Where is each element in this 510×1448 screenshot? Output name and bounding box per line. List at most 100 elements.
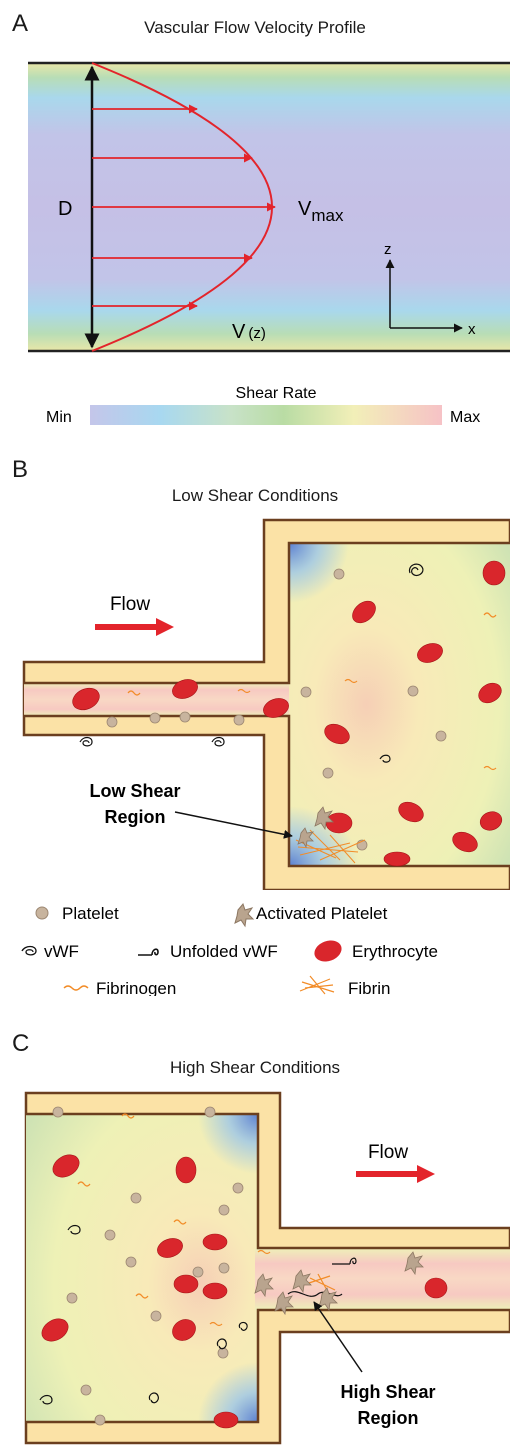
flow-label: Flow	[368, 1142, 408, 1163]
platelet	[179, 711, 191, 723]
erythrocyte	[157, 1238, 183, 1258]
platelet	[233, 714, 245, 726]
erythrocyte	[398, 801, 424, 823]
vwf	[211, 736, 225, 747]
erythrocyte	[173, 1274, 199, 1294]
legend-erythrocyte: Erythrocyte	[352, 942, 438, 961]
platelet-group	[52, 1106, 244, 1426]
legend-unfolded-vwf: Unfolded vWF	[170, 942, 278, 961]
erythrocyte	[202, 1233, 228, 1251]
x-axis-label: x	[468, 321, 476, 338]
panel-a-letter: A	[12, 10, 29, 37]
colorbar-min-label: Min	[46, 409, 72, 425]
corner-top	[198, 1114, 258, 1174]
legend-fibrinogen-icon	[63, 985, 89, 991]
activated-platelet	[297, 827, 314, 849]
narrow-channel	[255, 1248, 510, 1310]
region-label-line2: Region	[105, 807, 166, 827]
unfolded-vwf	[287, 1291, 343, 1297]
erythrocyte	[383, 851, 411, 867]
erythrocyte	[175, 1156, 197, 1184]
vwf-group	[79, 563, 424, 763]
erythrocyte	[172, 1319, 196, 1341]
unfolded-vwf	[332, 1257, 357, 1265]
legend-fibrin-icon	[299, 975, 335, 995]
flow-label: Flow	[110, 594, 150, 615]
inner-wall-top	[26, 1112, 510, 1250]
erythrocyte	[482, 560, 506, 586]
platelet	[435, 730, 447, 742]
vwf-group	[39, 1224, 357, 1405]
erythrocyte	[202, 1282, 228, 1300]
vwf	[238, 1321, 248, 1331]
vz-label: V(z)	[232, 321, 266, 343]
platelet-group	[106, 568, 447, 851]
vwf	[216, 1338, 227, 1350]
activated-platelet-group	[254, 1251, 424, 1316]
panel-c-title: High Shear Conditions	[169, 1058, 341, 1077]
region-pointer-arrow	[313, 1301, 363, 1373]
fibrin-mesh	[295, 829, 366, 864]
panel-b-title: Low Shear Conditions	[171, 486, 339, 505]
platelet	[333, 568, 345, 580]
platelet	[106, 716, 118, 728]
legend-platelet-icon	[35, 906, 49, 920]
erythrocyte	[478, 682, 502, 704]
z-axis-label: z	[384, 241, 392, 258]
activated-platelet	[314, 806, 334, 831]
fibrinogen-group	[127, 612, 497, 771]
platelet	[407, 685, 419, 697]
erythrocyte-group	[72, 560, 506, 867]
erythrocyte	[324, 723, 350, 745]
erythrocyte	[325, 812, 353, 834]
inner-wall-top	[24, 541, 510, 685]
shear-rate-colorbar	[90, 405, 442, 425]
inner-wall-bottom	[26, 1308, 510, 1424]
erythrocyte	[417, 643, 443, 663]
platelet	[322, 767, 334, 779]
erythrocyte	[263, 698, 289, 718]
erythrocyte	[424, 1277, 448, 1299]
vwf	[408, 563, 424, 577]
erythrocyte	[72, 687, 100, 711]
narrow-channel	[24, 683, 292, 716]
region-label-line1: High Shear	[340, 1382, 435, 1402]
velocity-profile-diagram: D Vmax V(z) z x Shear Rate Min Max	[28, 61, 510, 425]
legend-vwf-icon	[21, 945, 37, 956]
vwf	[148, 1392, 159, 1404]
panel-a-title: Vascular Flow Velocity Profile	[144, 18, 366, 37]
panel-b-letter: B	[12, 456, 29, 483]
high-shear-diagram: Flow	[24, 1091, 510, 1445]
erythrocyte	[452, 831, 478, 853]
legend-activated-platelet: Activated Platelet	[256, 904, 388, 923]
erythrocyte	[352, 600, 376, 624]
fibrinogen	[483, 765, 497, 771]
vwf	[39, 1394, 53, 1405]
erythrocyte	[213, 1411, 239, 1429]
colorbar-max-label: Max	[450, 409, 480, 425]
fibrinogen	[127, 690, 141, 696]
vmax-label: Vmax	[298, 198, 344, 225]
region-label-line1: Low Shear	[89, 781, 180, 801]
legend-fibrinogen: Fibrinogen	[96, 979, 176, 996]
platelet	[300, 686, 312, 698]
legend: Platelet Activated Platelet vWF Unfolded…	[21, 902, 438, 996]
erythrocyte	[172, 679, 198, 699]
vwf	[379, 754, 391, 763]
vwf	[67, 1224, 81, 1235]
activated-platelet-group	[297, 806, 334, 849]
low-shear-diagram: Flow	[22, 518, 510, 890]
legend-erythrocyte-icon	[314, 940, 342, 962]
region-pointer-arrow	[174, 811, 293, 839]
fibrinogen	[237, 688, 251, 694]
platelet	[149, 712, 161, 724]
fibrinogen	[483, 612, 497, 618]
erythrocyte	[41, 1318, 69, 1342]
legend-platelet: Platelet	[62, 904, 119, 923]
legend-vwf: vWF	[44, 942, 79, 961]
diameter-label: D	[58, 198, 72, 220]
fibrinogen	[344, 678, 358, 684]
legend-activated-platelet-icon	[234, 902, 255, 928]
region-label-line2: Region	[358, 1408, 419, 1428]
erythrocyte	[479, 811, 503, 831]
